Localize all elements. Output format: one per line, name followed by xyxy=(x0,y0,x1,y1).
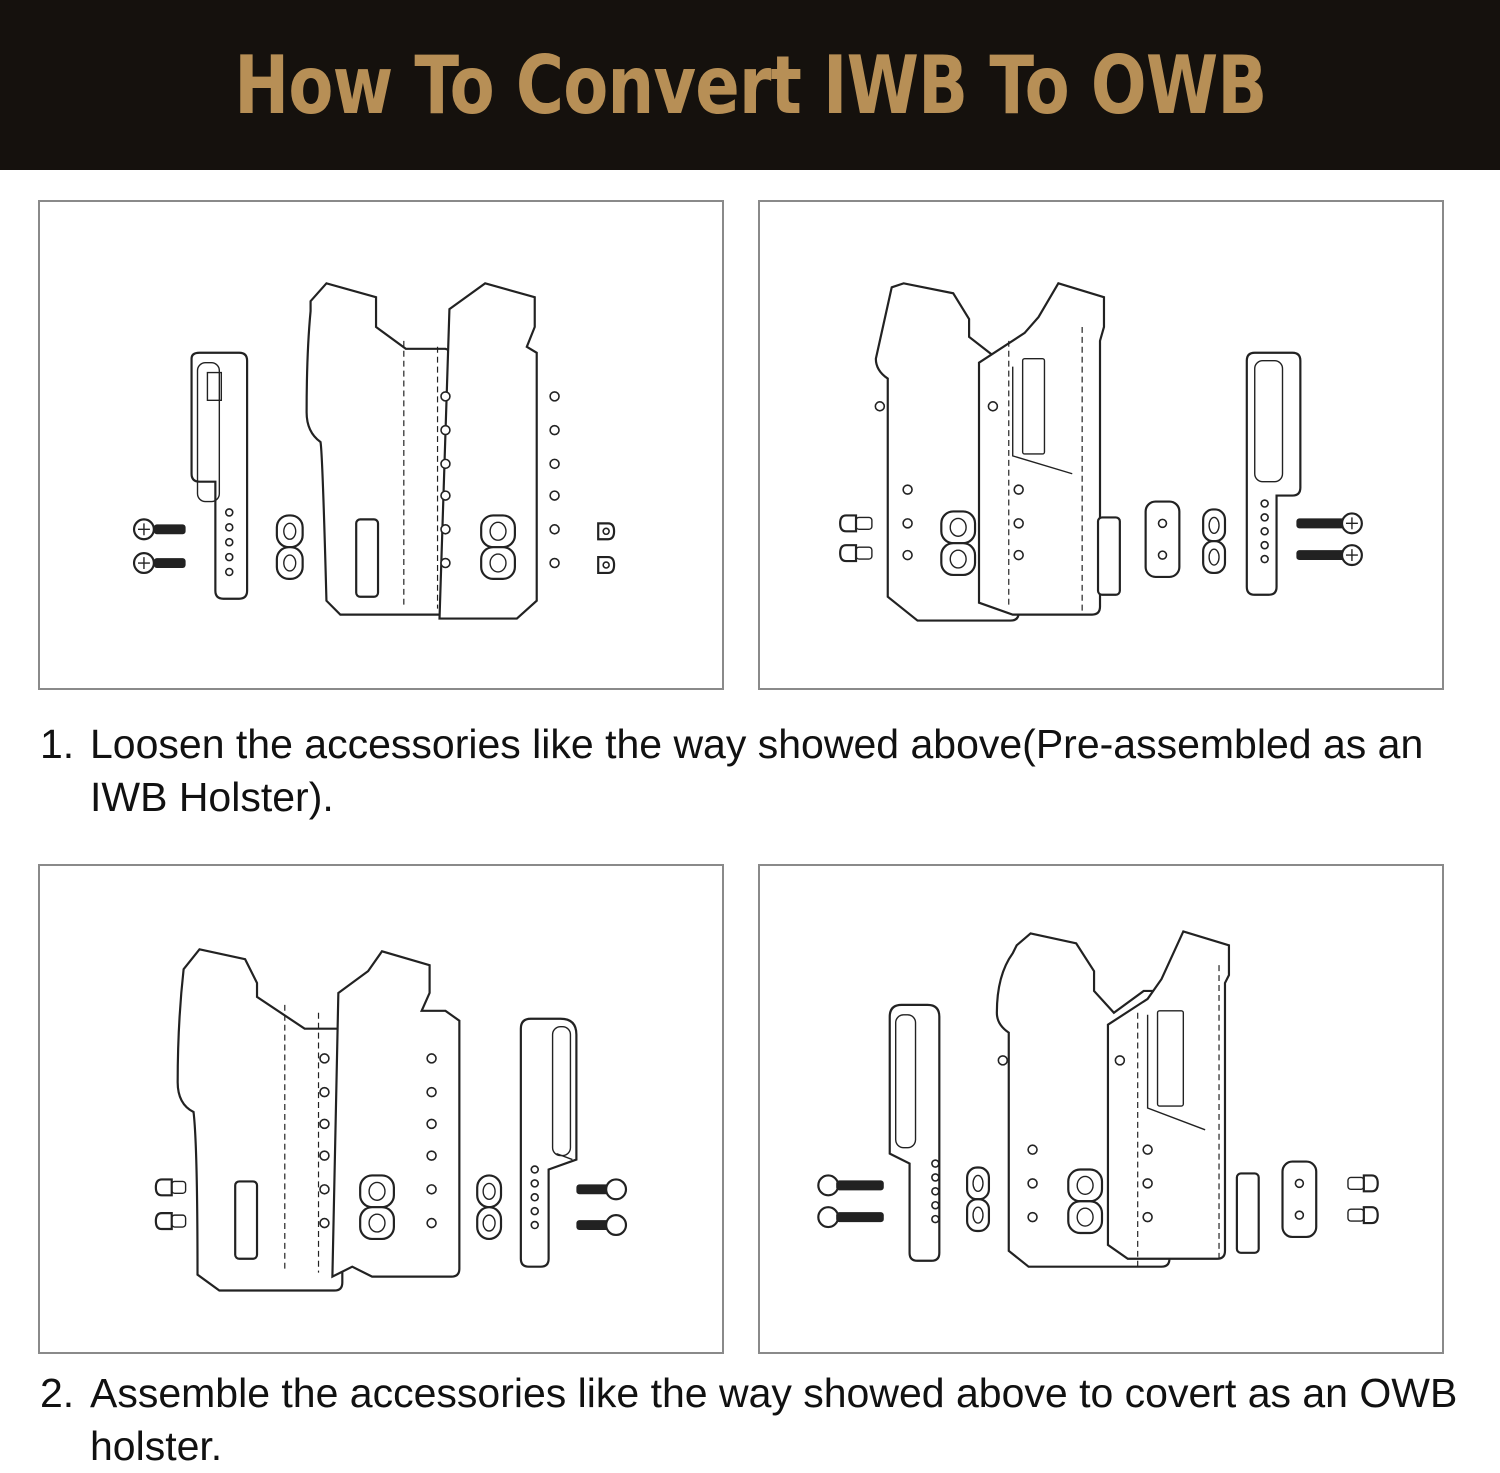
diagram-panel-owb-back xyxy=(758,864,1444,1354)
spacer-set xyxy=(1144,500,1227,579)
screw-set xyxy=(1296,512,1363,567)
holster-illustration xyxy=(132,282,616,620)
holster-shell xyxy=(176,948,461,1292)
page-title: How To Convert IWB To OWB xyxy=(233,38,1267,132)
belt-clip xyxy=(190,351,249,600)
belt-clip xyxy=(1245,351,1302,596)
step-1: 1. Loosen the accessories like the way s… xyxy=(40,718,1460,824)
holster-illustration xyxy=(839,282,1363,622)
holster-shell xyxy=(995,930,1260,1268)
step-text: Assemble the accessories like the way sh… xyxy=(90,1370,1458,1469)
spacer-set xyxy=(966,1166,991,1233)
diagram-panel-iwb-back xyxy=(758,200,1444,690)
step-number: 2. xyxy=(40,1370,75,1416)
title-banner: How To Convert IWB To OWB xyxy=(0,0,1500,170)
screw-set xyxy=(132,518,186,575)
holster-illustration xyxy=(817,930,1379,1268)
holster-illustration xyxy=(154,948,628,1292)
spacer-block xyxy=(1281,1160,1318,1239)
belt-clip xyxy=(519,1017,578,1268)
screw-set xyxy=(576,1178,628,1237)
diagram-panel-iwb-front xyxy=(38,200,724,690)
spacer-set xyxy=(275,514,304,580)
nut-set xyxy=(597,522,616,575)
step-text: Loosen the accessories like the way show… xyxy=(90,721,1424,820)
holster-shell xyxy=(874,282,1121,622)
screw-set xyxy=(817,1174,884,1229)
belt-clip xyxy=(888,1003,941,1262)
holster-shell xyxy=(305,282,560,620)
step-2: 2. Assemble the accessories like the way… xyxy=(40,1367,1460,1473)
diagram-panel-owb-front xyxy=(38,864,724,1354)
step-number: 1. xyxy=(40,721,75,767)
nut-set xyxy=(154,1178,187,1231)
nut-set xyxy=(839,514,873,563)
nut-set xyxy=(1347,1174,1379,1225)
spacer-set xyxy=(476,1174,503,1241)
